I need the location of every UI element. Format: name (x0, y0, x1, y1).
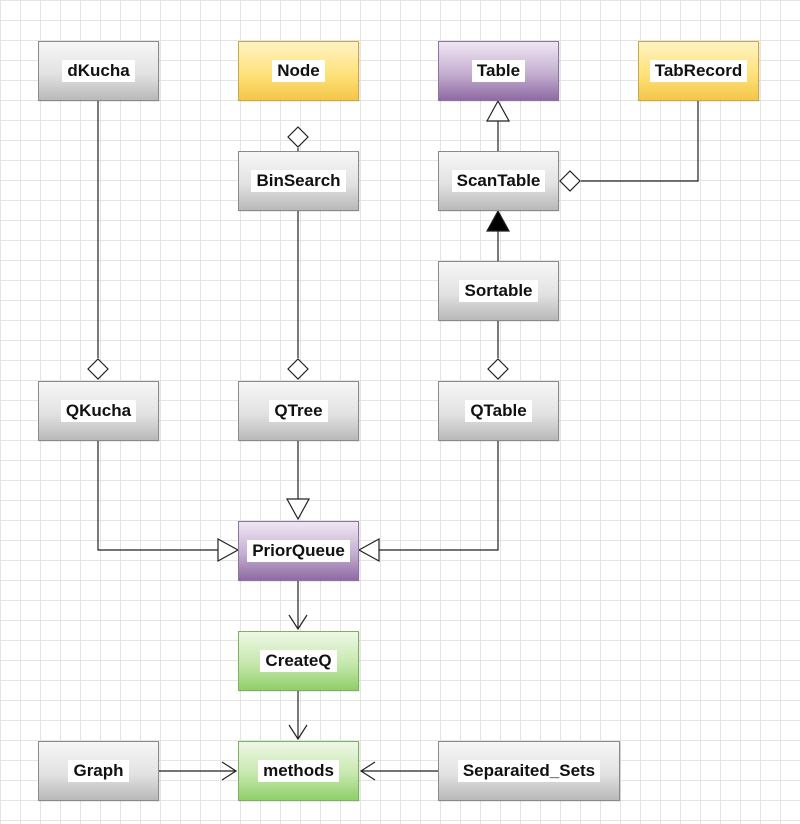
class-qtree-label: QTree (269, 400, 328, 422)
class-binsearch-label: BinSearch (251, 170, 346, 192)
aggregation-diamond-qkucha (87, 358, 109, 380)
aggregation-diamond-scantable (559, 170, 581, 192)
class-table-label: Table (471, 60, 526, 82)
class-qtable-label: QTable (465, 400, 532, 422)
class-tabrecord-label: TabRecord (649, 60, 748, 82)
class-scantable[interactable]: ScanTable (438, 151, 559, 211)
class-dkucha-label: dKucha (62, 60, 135, 82)
class-methods[interactable]: methods (238, 741, 359, 801)
inheritance-triangle-qtable-priorqueue (357, 537, 380, 563)
class-separaited-sets[interactable]: Separaited_Sets (438, 741, 620, 801)
class-tabrecord[interactable]: TabRecord (638, 41, 759, 101)
class-node-label: Node (272, 60, 325, 82)
class-qtable[interactable]: QTable (438, 381, 559, 441)
class-dkucha[interactable]: dKucha (38, 41, 159, 101)
aggregation-diamond-qtree (287, 358, 309, 380)
edge-tabrecord-scantable (581, 101, 699, 182)
class-separaited-sets-label: Separaited_Sets (457, 760, 601, 782)
class-table[interactable]: Table (438, 41, 559, 101)
class-sortable[interactable]: Sortable (438, 261, 559, 321)
aggregation-diamond-qtable (487, 358, 509, 380)
class-createq[interactable]: CreateQ (238, 631, 359, 691)
class-sortable-label: Sortable (459, 280, 538, 302)
inheritance-filled-triangle-scantable (485, 209, 511, 232)
class-createq-label: CreateQ (260, 650, 337, 672)
class-qkucha-label: QKucha (60, 400, 137, 422)
edge-qkucha-priorqueue (97, 441, 218, 551)
class-graph-label: Graph (68, 760, 129, 782)
dependency-arrow-graph-methods (221, 761, 238, 781)
class-priorqueue[interactable]: PriorQueue (238, 521, 359, 581)
class-qtree[interactable]: QTree (238, 381, 359, 441)
aggregation-diamond-node (287, 126, 309, 148)
inheritance-triangle-table (485, 99, 511, 122)
class-graph[interactable]: Graph (38, 741, 159, 801)
class-scantable-label: ScanTable (451, 170, 546, 192)
class-priorqueue-label: PriorQueue (247, 540, 350, 562)
class-binsearch[interactable]: BinSearch (238, 151, 359, 211)
class-methods-label: methods (258, 760, 339, 782)
inheritance-triangle-qtree-priorqueue (285, 498, 311, 521)
class-node[interactable]: Node (238, 41, 359, 101)
inheritance-triangle-qkucha-priorqueue (217, 537, 240, 563)
dependency-arrow-methods (288, 724, 308, 741)
dependency-arrow-createq (288, 614, 308, 631)
class-qkucha[interactable]: QKucha (38, 381, 159, 441)
dependency-arrow-separaited-sets-methods (359, 761, 376, 781)
edge-qtable-priorqueue (379, 441, 499, 551)
